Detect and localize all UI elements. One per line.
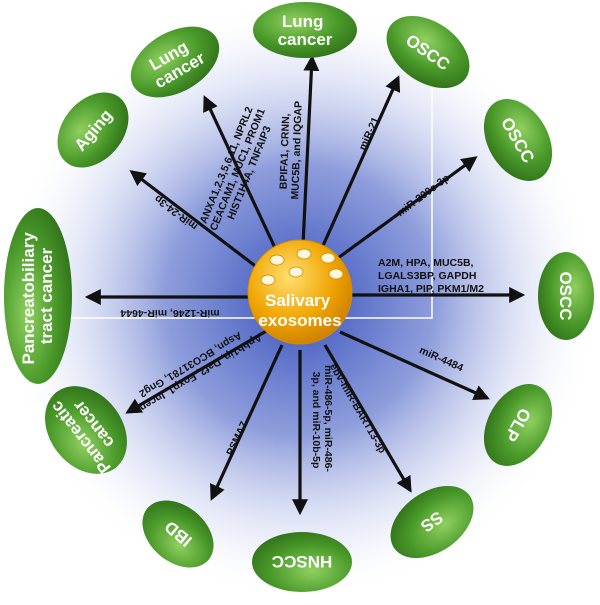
edge-label: A2M, HPA, MUC5B, LGALS3BP, GAPDH IGHA1, … (378, 257, 484, 295)
node-pancreatic: Pancreatic cancer (45, 386, 127, 477)
vesicle-dot (296, 248, 312, 260)
edge-label-line: BPIFA1, CRNN, (278, 113, 293, 189)
node-shape (130, 26, 220, 98)
arrow-to-pancreatic (125, 328, 269, 414)
node-olp: OLP (483, 384, 553, 466)
arrow-to-oscc1 (320, 75, 401, 249)
node-shape (483, 384, 553, 466)
node-shape (386, 15, 470, 89)
node-oscc2: OSCC (483, 99, 553, 181)
edge-label: BPIFA1, CRNN, MUC5B, and IQGAP (277, 100, 304, 199)
arrow-to-ibd (210, 344, 284, 501)
node-hnscc: HNSCC (252, 532, 352, 592)
node-label-line: cancer (278, 30, 333, 49)
edge-label-line: miR-1246, miR-4644 (120, 307, 219, 319)
node-shape (483, 99, 553, 181)
vesicle-dots (260, 248, 344, 286)
node-pancreatobiliary: Pancreatobiliary tract cancer (4, 208, 72, 384)
node-oscc1: OSCC (386, 15, 470, 89)
edge-label: miR-486-5p, miR-486- 3p, and miR-10b-5p (310, 365, 334, 475)
center-label: Salivary exosomes (258, 291, 341, 330)
node-shape (538, 252, 594, 340)
node-ibd: IBD (142, 500, 214, 568)
arrow-to-lung2 (203, 95, 278, 251)
edge-label-line: A2M, HPA, MUC5B, (378, 257, 474, 269)
center-circle (247, 239, 353, 345)
node-label: OSCC (556, 271, 575, 320)
edge-label: miR-1246, miR-4644 (120, 307, 219, 319)
node-lung1: Lung cancer (253, 2, 357, 58)
node-label: Pancreatobiliary tract cancer (19, 227, 56, 364)
vesicle-dot (288, 266, 304, 278)
node-oscc3: OSCC (538, 252, 594, 340)
edge-label-line: miR-486-5p, miR-486- (322, 365, 334, 472)
edge-label-line: 3p, and miR-10b-5p (310, 372, 322, 469)
node-label: Lung cancer (278, 12, 333, 49)
edge-label-line: LGALS3BP, GAPDH (378, 270, 476, 282)
center-label-line: exosomes (258, 311, 341, 330)
edge-lung1: BPIFA1, CRNN, MUC5B, and IQGAP (277, 54, 320, 246)
node-label: HNSCC (272, 552, 332, 571)
vesicle-dot (269, 254, 285, 266)
node-shape (4, 208, 72, 384)
vesicle-dot (320, 252, 336, 264)
frame-outline (0, 0, 433, 319)
edge-label-line: IGHA1, PIP, PKM1/M2 (378, 283, 484, 295)
node-shape (57, 92, 129, 168)
node-shape (390, 485, 474, 559)
node-shape (253, 2, 357, 58)
node-label-line: Lung (282, 12, 324, 31)
node-shape (45, 386, 127, 474)
vesicle-dot (260, 274, 276, 286)
arrow-to-oscc2 (337, 156, 478, 260)
node-ss: SS (390, 485, 474, 559)
center-node: Salivary exosomes (247, 239, 353, 345)
node-shape (142, 500, 214, 568)
arrow-to-olp (339, 330, 490, 401)
node-aging: Aging (57, 92, 129, 168)
arrow-to-lung1 (301, 54, 320, 246)
node-label-line: HNSCC (272, 552, 332, 571)
edge-hnscc: miR-486-5p, miR-486- 3p, and miR-10b-5p (292, 350, 334, 516)
node-label-line: OSCC (556, 271, 575, 320)
node-shape (252, 532, 352, 592)
node-label-line: tract cancer (37, 247, 56, 344)
edge-pancreatobiliary: miR-1246, miR-4644 (84, 289, 250, 319)
nodes: Lung cancer OSCC OSCC OSCC OLP (4, 2, 594, 592)
edge-oscc3: A2M, HPA, MUC5B, LGALS3BP, GAPDH IGHA1, … (350, 257, 526, 303)
center-label-line: Salivary (265, 291, 331, 310)
arrow-to-aging (129, 170, 259, 270)
arrow-to-ss (323, 344, 412, 493)
vesicle-dot (328, 268, 344, 280)
edge-label-line: MUC5B, and IQGAP (289, 101, 304, 200)
node-label-line: Pancreatobiliary (19, 232, 38, 365)
